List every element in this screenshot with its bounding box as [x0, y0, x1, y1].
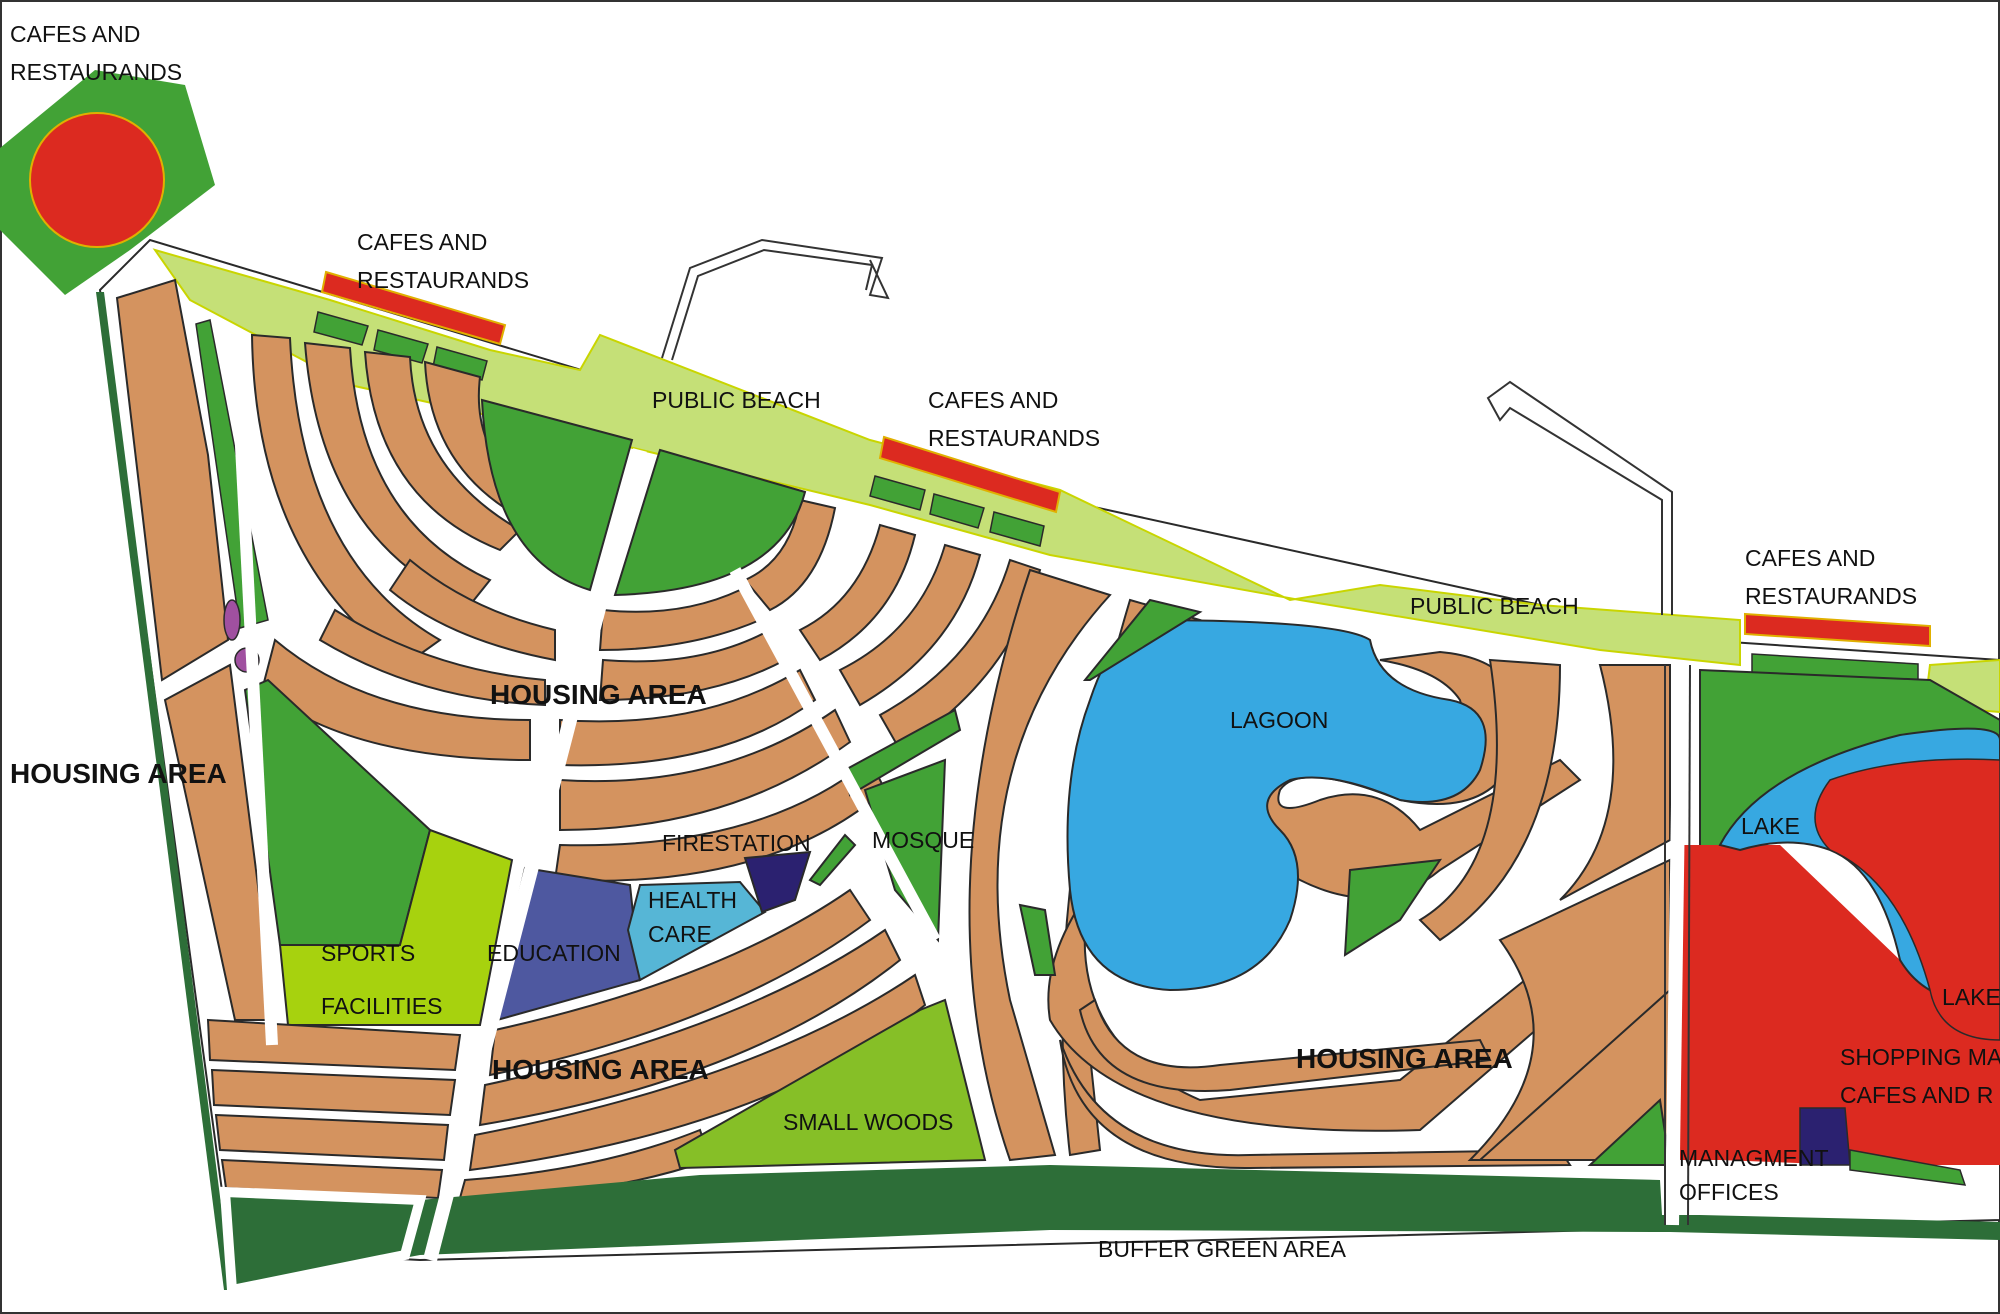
label-small-woods: SMALL WOODS [783, 1109, 953, 1135]
label-sports-line1: SPORTS [321, 940, 415, 966]
label-sports-line2: FACILITIES [321, 993, 442, 1019]
label-cafes-3-line2: RESTAURANDS [1745, 583, 1917, 609]
public-beach-strip-1 [152, 248, 1741, 667]
label-cafes-2-line1: CAFES AND [928, 387, 1058, 413]
label-education: EDUCATION [487, 940, 621, 966]
label-cafes-nw-line1: CAFES AND [10, 21, 140, 47]
label-cafes-2-line2: RESTAURANDS [928, 425, 1100, 451]
label-housing-center-north: HOUSING AREA [490, 679, 707, 710]
label-public-beach-1: PUBLIC BEACH [652, 387, 821, 413]
firestation-block [743, 850, 812, 914]
road-diagonal-center [423, 448, 647, 1262]
label-lagoon: LAGOON [1230, 707, 1328, 733]
label-housing-center-south: HOUSING AREA [492, 1054, 709, 1085]
green-verge-west [96, 292, 232, 1290]
label-public-beach-2: PUBLIC BEACH [1410, 593, 1579, 619]
shopping-mall [1680, 845, 2000, 1165]
cafes-nw-circle [29, 112, 165, 248]
lagoon [1066, 618, 1487, 992]
lagoon-green-sw [1018, 903, 1057, 976]
road-vertical-west [229, 329, 278, 1046]
small-feature-1 [223, 599, 241, 641]
label-shopping-line2: CAFES AND R [1840, 1082, 1993, 1108]
label-housing-west: HOUSING AREA [10, 758, 227, 789]
label-cafes-3-line1: CAFES AND [1745, 545, 1875, 571]
housing-center-south-plots [206, 888, 927, 1200]
green-strip-se [1849, 1149, 1967, 1186]
lagoon-green-nw [1082, 598, 1203, 681]
map-labels: CAFES AND RESTAURANDS CAFES AND RESTAURA… [10, 21, 2000, 1262]
pier-2 [1486, 380, 1673, 615]
label-lake-2: LAKE [1942, 984, 2000, 1010]
label-cafes-nw-line2: RESTAURANDS [10, 59, 182, 85]
cafes-strip-1 [320, 270, 507, 346]
label-health-care-line1: HEALTH [648, 887, 737, 913]
small-woods [673, 998, 987, 1170]
cafes-strip-2 [878, 435, 1062, 514]
label-lake-1: LAKE [1741, 813, 1800, 839]
housing-west-strip-1 [115, 278, 230, 682]
pier-1 [661, 238, 890, 359]
road-vertical-east-edge-2 [1687, 664, 1691, 1226]
label-cafes-1-line1: CAFES AND [357, 229, 487, 255]
label-buffer-green: BUFFER GREEN AREA [1098, 1236, 1347, 1262]
buffer-green-left [219, 1186, 427, 1297]
road-vertical-east [1665, 664, 1687, 1226]
label-housing-east: HOUSING AREA [1296, 1043, 1513, 1074]
buffer-green-area [225, 1165, 2000, 1290]
label-cafes-1-line2: RESTAURANDS [357, 267, 529, 293]
label-firestation: FIRESTATION [662, 830, 811, 856]
label-health-care-line2: CARE [648, 921, 712, 947]
label-management-line1: MANAGMENT [1679, 1145, 1829, 1171]
label-management-line2: OFFICES [1679, 1179, 1779, 1205]
housing-center-north-plots [250, 333, 1042, 882]
road-diagonal-center-east [729, 567, 941, 943]
lagoon-island-green [1343, 858, 1443, 957]
green-sliver-2 [808, 833, 857, 887]
pier-1-outline [671, 248, 874, 361]
label-mosque: MOSQUE [872, 827, 974, 853]
health-care-block [626, 880, 767, 982]
label-shopping-line1: SHOPPING MA [1840, 1044, 2000, 1070]
cafes-strip-3 [1744, 612, 1931, 648]
central-park-east [613, 448, 807, 597]
shopping-mall-oval [1814, 758, 2000, 1041]
central-park-west [480, 398, 634, 592]
